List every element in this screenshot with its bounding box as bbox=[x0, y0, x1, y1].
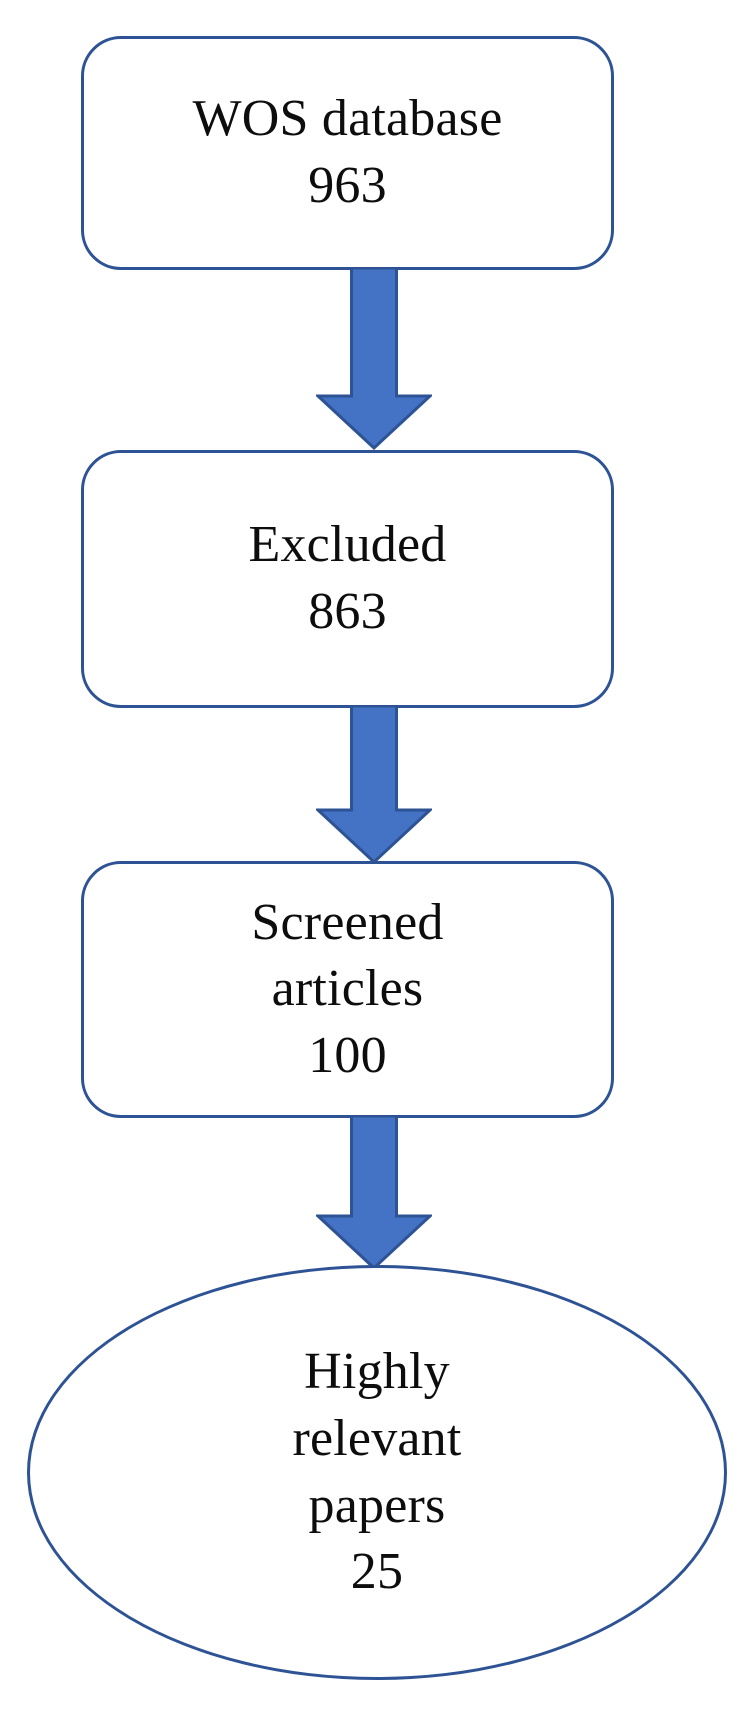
node-highly-relevant-papers-text: Highly relevant papers 25 bbox=[292, 1343, 462, 1601]
arrow-1-down-icon bbox=[316, 268, 432, 450]
node-wos-database-text: WOS database 963 bbox=[192, 90, 503, 214]
node-excluded[interactable]: Excluded 863 bbox=[81, 450, 614, 708]
arrow-2-down-icon bbox=[316, 706, 432, 864]
node-highly-relevant-papers[interactable]: Highly relevant papers 25 bbox=[27, 1265, 727, 1680]
node-screened-articles-text: Screened articles 100 bbox=[251, 893, 444, 1084]
arrow-3-down-icon bbox=[316, 1116, 432, 1270]
node-wos-database[interactable]: WOS database 963 bbox=[81, 36, 614, 270]
node-screened-articles[interactable]: Screened articles 100 bbox=[81, 861, 614, 1118]
node-excluded-text: Excluded 863 bbox=[248, 516, 447, 640]
